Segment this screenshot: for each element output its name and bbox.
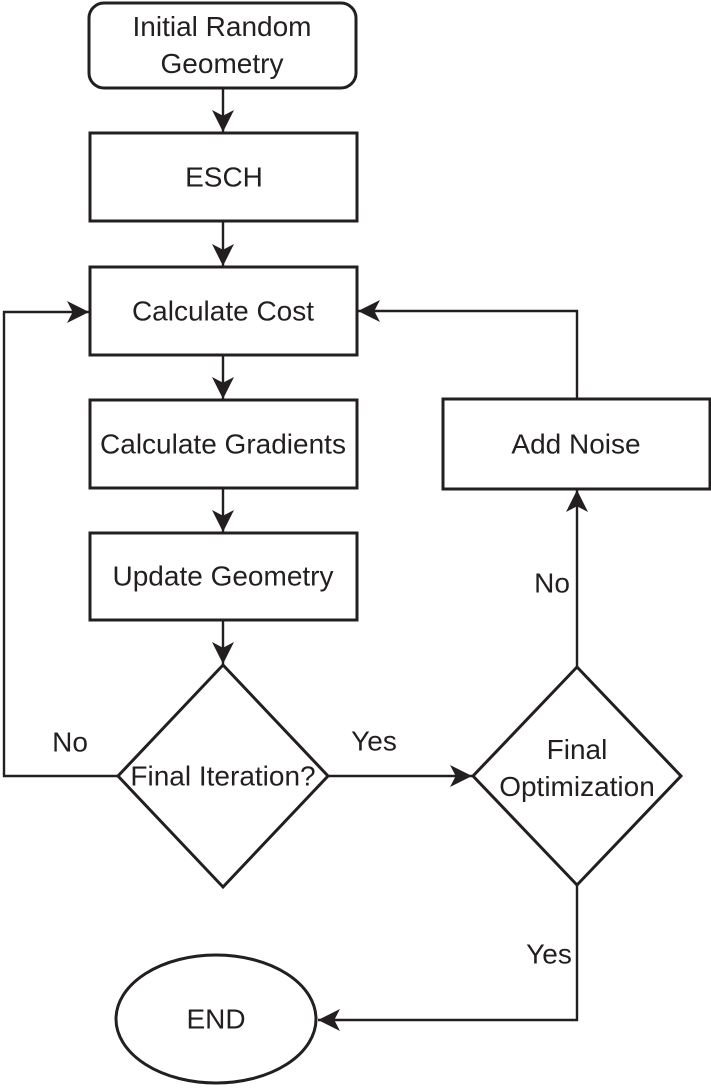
update-geometry-label: Update Geometry (112, 560, 334, 592)
final-iteration-label: Final Iteration? (130, 760, 316, 792)
edge-add-noise-to-calculate-cost (358, 300, 579, 399)
edge-final-iteration-no-loop (2, 301, 118, 778)
add-noise-node (441, 397, 711, 491)
initial-random-geometry-label: Initial Random Geometry (132, 11, 312, 79)
end-node (114, 953, 318, 1085)
edge-label-iteration-no: No (52, 726, 88, 758)
final-optimization-decision (470, 664, 684, 888)
update-geometry-node (88, 531, 359, 622)
final-iteration-decision (115, 662, 331, 890)
esch-label: ESCH (185, 161, 263, 193)
calculate-gradients-node (88, 398, 359, 490)
initial-random-geometry-node (87, 1, 358, 90)
calculate-gradients-label: Calculate Gradients (100, 428, 346, 460)
calculate-cost-node (88, 265, 359, 357)
calculate-cost-label: Calculate Cost (131, 295, 315, 327)
esch-node (88, 131, 359, 223)
end-label: END (186, 1003, 246, 1035)
add-noise-label: Add Noise (511, 428, 641, 460)
edge-label-optimization-yes: Yes (526, 938, 572, 970)
edge-label-optimization-no: No (534, 567, 570, 599)
final-optimization-label: Final Optimization (499, 734, 655, 802)
edge-final-optimization-yes-to-end (318, 885, 579, 1031)
edge-label-iteration-yes: Yes (351, 725, 397, 757)
